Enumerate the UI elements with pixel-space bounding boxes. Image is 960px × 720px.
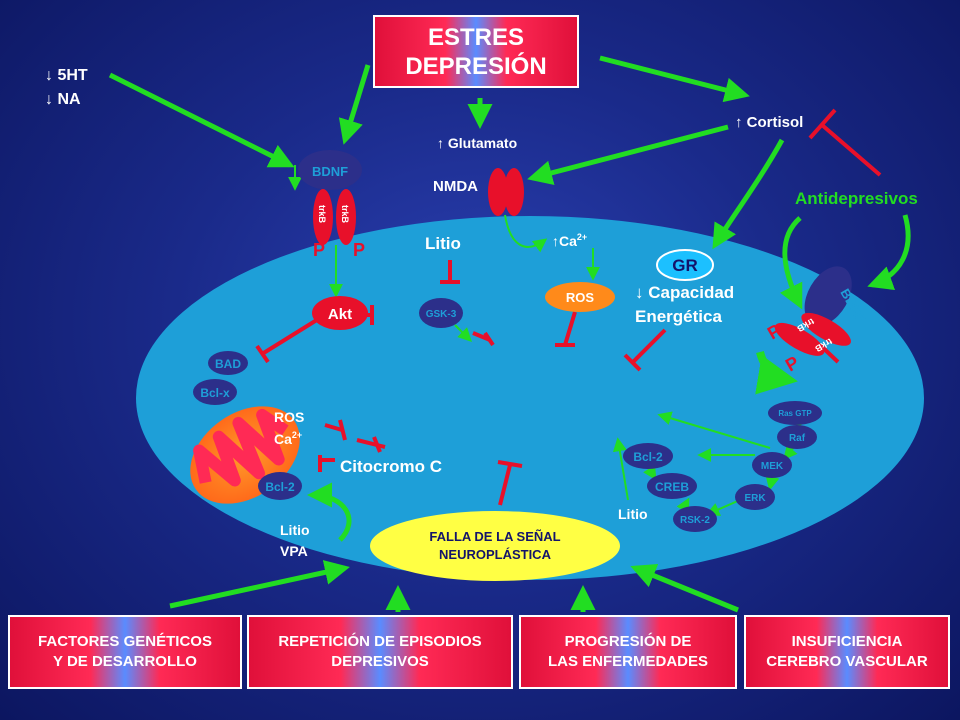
arrow-antidep-right bbox=[867, 214, 911, 291]
arrow-cortisol-to-gr bbox=[712, 138, 785, 250]
label-ros-left: ROS bbox=[274, 409, 304, 425]
labels: ↓ 5HT ↓ NA ↑ Glutamato NMDA ↑ Cortisol A… bbox=[45, 67, 918, 562]
trkb-left-1 bbox=[313, 189, 333, 245]
bottom-box-line1: FACTORES GENÉTICOS bbox=[38, 633, 212, 650]
bcl2-node-right bbox=[623, 443, 673, 469]
label-litio-right: Litio bbox=[618, 506, 648, 522]
bottom-box-progression: PROGRESIÓN DE LAS ENFERMEDADES bbox=[519, 615, 737, 689]
label-rsk2: RSK-2 bbox=[680, 515, 710, 526]
label-bcl2-left: Bcl-2 bbox=[265, 480, 295, 494]
label-5ht: ↓ 5HT bbox=[45, 67, 88, 84]
bottom-box-line1: REPETICIÓN DE EPISODIOS bbox=[278, 633, 482, 650]
arrow-p-curve bbox=[755, 350, 798, 395]
creb-node bbox=[647, 473, 697, 499]
nmda-receptor bbox=[488, 168, 524, 216]
bcl2-node-left bbox=[258, 472, 302, 500]
arrow-estres-to-bdnf bbox=[338, 64, 371, 145]
label-ros: ROS bbox=[566, 290, 595, 305]
bottom-box-vascular: INSUFICIENCIA CEREBRO VASCULAR bbox=[744, 615, 950, 689]
arrow-estres-to-cortisol bbox=[599, 55, 750, 103]
label-creb: CREB bbox=[655, 480, 689, 494]
label-bcl2-right: Bcl-2 bbox=[633, 450, 663, 464]
label-antidepresivos: Antidepresivos bbox=[795, 189, 918, 208]
label-bclx: Bcl-x bbox=[200, 386, 230, 400]
falla-node bbox=[370, 511, 620, 581]
label-p-left-1: P bbox=[313, 240, 325, 260]
trkb-left-2 bbox=[336, 189, 356, 245]
bottom-box-line2: DEPRESIVOS bbox=[331, 653, 429, 670]
title-line2: DEPRESIÓN bbox=[405, 52, 547, 80]
label-gsk3: GSK-3 bbox=[426, 309, 457, 320]
label-na: ↓ NA bbox=[45, 91, 81, 108]
bdnf-receptor-right bbox=[774, 266, 852, 356]
bdnf-node-left bbox=[298, 150, 362, 190]
label-falla-1: FALLA DE LA SEÑAL bbox=[429, 529, 560, 544]
label-ras: Ras GTP bbox=[778, 409, 812, 418]
bottom-box-line1: INSUFICIENCIA bbox=[791, 633, 903, 650]
arrow-5ht-to-bdnf bbox=[108, 72, 295, 168]
label-litio-vpa-2: VPA bbox=[280, 543, 308, 559]
raf-node bbox=[777, 425, 817, 449]
label-bad: BAD bbox=[215, 357, 241, 371]
label-trkb-left-1: trkB bbox=[317, 205, 327, 224]
bdnf-receptor-left bbox=[298, 150, 362, 245]
nodes bbox=[193, 249, 822, 581]
label-p-left-2: P bbox=[353, 240, 365, 260]
label-cortisol: ↑ Cortisol bbox=[735, 114, 803, 131]
bottom-box-line2: LAS ENFERMEDADES bbox=[547, 653, 708, 670]
mek-node bbox=[752, 452, 792, 478]
estres-depresion-box: ESTRES DEPRESIÓN bbox=[373, 15, 579, 88]
gsk3-node bbox=[419, 298, 463, 328]
bottom-box-line1: PROGRESIÓN DE bbox=[564, 633, 692, 650]
label-mek: MEK bbox=[761, 461, 784, 472]
label-akt: Akt bbox=[328, 306, 352, 323]
rsk2-node bbox=[673, 506, 717, 532]
bottom-box-genetic: FACTORES GENÉTICOS Y DE DESARROLLO bbox=[8, 615, 242, 689]
inhibition-lines bbox=[255, 108, 882, 506]
arrow-cortisol-to-nmda bbox=[527, 124, 729, 186]
label-gr: GR bbox=[672, 256, 698, 275]
label-citocromo: Citocromo C bbox=[340, 457, 442, 476]
ros-node bbox=[545, 282, 615, 312]
label-raf: Raf bbox=[789, 433, 806, 444]
arrow-bottom-1 bbox=[169, 560, 350, 609]
bclx-node bbox=[193, 379, 237, 405]
erk-node bbox=[735, 484, 775, 510]
label-ca: ↑Ca2+ bbox=[552, 232, 587, 249]
label-glutamato: ↑ Glutamato bbox=[437, 135, 517, 151]
ras-node bbox=[768, 401, 822, 425]
label-erk: ERK bbox=[744, 493, 766, 504]
label-nmda: NMDA bbox=[433, 178, 478, 195]
activation-arrows bbox=[108, 55, 911, 613]
bottom-box-line2: CEREBRO VASCULAR bbox=[766, 653, 928, 670]
label-bdnf-left: BDNF bbox=[312, 164, 348, 179]
title-line1: ESTRES bbox=[427, 23, 525, 51]
arrow-bottom-4 bbox=[630, 563, 739, 613]
label-falla-2: NEUROPLÁSTICA bbox=[439, 547, 552, 562]
gr-node bbox=[656, 249, 714, 281]
label-litio-top: Litio bbox=[425, 234, 461, 253]
akt-node bbox=[312, 296, 368, 330]
label-trkb-left-2: trkB bbox=[340, 205, 350, 224]
label-capacidad-1: ↓ Capacidad bbox=[635, 283, 734, 302]
bottom-box-line2: Y DE DESARROLLO bbox=[53, 653, 197, 670]
arrow-litio-to-bcl2 bbox=[307, 482, 352, 542]
label-capacidad-2: Energética bbox=[635, 307, 722, 326]
bottom-box-episodes: REPETICIÓN DE EPISODIOS DEPRESIVOS bbox=[247, 615, 513, 689]
label-litio-vpa-1: Litio bbox=[280, 522, 310, 538]
arrow-antidep-left bbox=[779, 216, 803, 310]
label-ca-left: Ca2+ bbox=[274, 430, 302, 447]
bad-node bbox=[208, 351, 248, 375]
